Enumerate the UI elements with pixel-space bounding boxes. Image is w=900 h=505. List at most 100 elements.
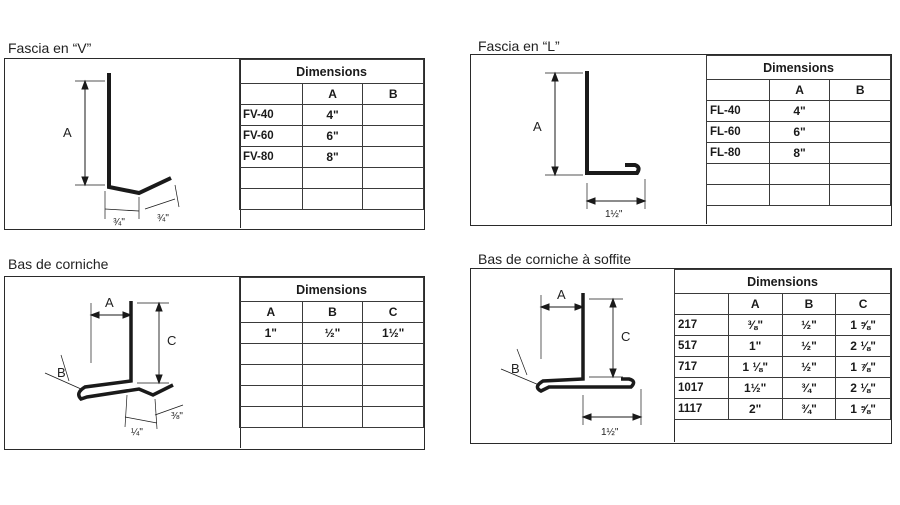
fascia-l-diagram: A 1½" [533, 71, 647, 220]
bas-corniche-title: Bas de corniche [8, 256, 109, 272]
cell-b [362, 188, 424, 210]
fascia-l-title: Fascia en “L” [478, 38, 560, 54]
row-code: 517 [674, 335, 729, 357]
col-header-a: A [727, 293, 783, 315]
fascia-l-panel: A 1½" Dimensions A B FL-40 4" FL-60 6" F… [470, 54, 892, 226]
cell-b [829, 184, 891, 206]
bas-corniche-soffite-drawing: A B C 1½" [471, 269, 675, 442]
cell-c [362, 364, 424, 386]
col-header-blank [239, 83, 303, 105]
fascia-v-drawing: A ¾" ¾" [5, 59, 241, 228]
cell-b [362, 125, 424, 147]
cell-a: 6" [301, 125, 364, 147]
cell-b [301, 406, 364, 428]
cell-b: ¾" [781, 398, 837, 420]
table-header: Dimensions [674, 269, 891, 294]
col-header-b: B [781, 293, 837, 315]
cell-a [239, 343, 303, 365]
cell-a [239, 385, 303, 407]
table-row [706, 184, 891, 206]
table-row [239, 188, 424, 210]
cell-a: 4" [301, 104, 364, 126]
table-header: Dimensions [239, 277, 424, 302]
fascia-v-label-a: A [63, 125, 72, 140]
fascia-v-diagram: A ¾" ¾" [63, 73, 180, 228]
table-row [239, 343, 424, 365]
col-header-a: A [239, 301, 303, 323]
cell-a: 8" [768, 142, 831, 164]
table-row: 217 ⅜" ½" 1 ⅝" [674, 314, 891, 336]
fascia-l-drawing: A 1½" [471, 55, 707, 224]
row-code: FL-80 [706, 142, 770, 164]
row-code: 1117 [674, 398, 729, 420]
col-header-c: C [362, 301, 424, 323]
table-row: FV-80 8" [239, 146, 424, 168]
row-code [706, 184, 770, 206]
cell-b [829, 163, 891, 185]
col-header-c: C [835, 293, 891, 315]
row-code: 217 [674, 314, 729, 336]
cell-c: 1½" [362, 322, 424, 344]
col-header-b: B [829, 79, 891, 101]
bas-corniche-label-c: C [167, 333, 176, 348]
cell-c [362, 385, 424, 407]
table-row: 1117 2" ¾" 1 ⅝" [674, 398, 891, 420]
fascia-v-dim-right: ¾" [157, 213, 169, 224]
row-code: FL-40 [706, 100, 770, 122]
bas-corniche-diagram: A B C ¼" ⅜" [44, 295, 183, 438]
cell-a [301, 167, 364, 189]
cell-b [301, 364, 364, 386]
row-code [239, 167, 303, 189]
bas-corniche-soffite-profile [535, 293, 636, 393]
cell-a [239, 364, 303, 386]
bas-corniche-soffite-title: Bas de corniche à soffite [478, 251, 632, 267]
table-row: 717 1 ⅛" ½" 1 ⅞" [674, 356, 891, 378]
row-code [239, 188, 303, 210]
row-code [706, 163, 770, 185]
col-header-blank [706, 79, 770, 101]
cell-a: 4" [768, 100, 831, 122]
cell-b: ½" [301, 322, 364, 344]
table-row: 517 1" ½" 2 ⅛" [674, 335, 891, 357]
cell-a [768, 184, 831, 206]
bas-corniche-dim-right: ⅜" [171, 411, 183, 422]
fascia-l-dim-return: 1½" [605, 209, 623, 220]
col-header-b: B [362, 83, 424, 105]
col-header-blank [674, 293, 729, 315]
cell-c [362, 406, 424, 428]
bas-corniche-soffite-label-c: C [621, 329, 630, 344]
cell-c: 2 ⅛" [835, 335, 891, 357]
cell-b: ½" [781, 335, 837, 357]
table-row: FV-60 6" [239, 125, 424, 147]
cell-a [301, 188, 364, 210]
fascia-v-panel: A ¾" ¾" Dimensions A B FV-40 4" FV-60 6"… [4, 58, 425, 230]
fascia-v-table: Dimensions A B FV-40 4" FV-60 6" FV-80 8… [239, 59, 424, 210]
bas-corniche-drawing: A B C ¼" ⅜" [5, 277, 241, 448]
table-row: FL-80 8" [706, 142, 891, 164]
cell-b [829, 142, 891, 164]
table-row [239, 385, 424, 407]
table-row: FL-40 4" [706, 100, 891, 122]
bas-corniche-soffite-panel: A B C 1½" Dimensions A B C 217 ⅜" ½" 1 ⅝… [470, 268, 892, 444]
cell-a: 1" [239, 322, 303, 344]
fascia-v-dim-left: ¾" [113, 217, 125, 228]
bas-corniche-soffite-label-a: A [557, 287, 566, 302]
cell-b: ¾" [781, 377, 837, 399]
cell-b [362, 146, 424, 168]
cell-b [301, 385, 364, 407]
cell-a: ⅜" [727, 314, 783, 336]
fascia-l-label-a: A [533, 119, 542, 134]
cell-a: 1" [727, 335, 783, 357]
cell-c: 1 ⅝" [835, 314, 891, 336]
table-row [706, 163, 891, 185]
cell-a: 1 ⅛" [727, 356, 783, 378]
table-row [239, 364, 424, 386]
table-row: FV-40 4" [239, 104, 424, 126]
row-code: 717 [674, 356, 729, 378]
fascia-l-profile [585, 71, 641, 175]
cell-b [362, 104, 424, 126]
table-row: 1" ½" 1½" [239, 322, 424, 344]
row-code: FV-60 [239, 125, 303, 147]
bas-corniche-soffite-label-b: B [511, 361, 520, 376]
col-header-a: A [768, 79, 831, 101]
